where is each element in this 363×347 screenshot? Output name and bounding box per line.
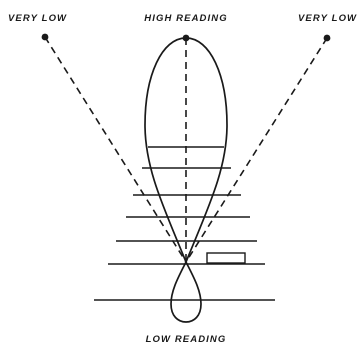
very-low-left-label: VERY LOW [8, 13, 67, 24]
back-lobe [171, 262, 201, 322]
high-reading-label: HIGH READING [144, 13, 227, 24]
very-low-right-label: VERY LOW [298, 13, 357, 24]
dashed-line-right [186, 38, 327, 262]
low-reading-label: LOW READING [146, 334, 227, 345]
instrument-box [207, 253, 245, 263]
dashed-line-left [45, 37, 186, 262]
level-lines [94, 147, 275, 300]
